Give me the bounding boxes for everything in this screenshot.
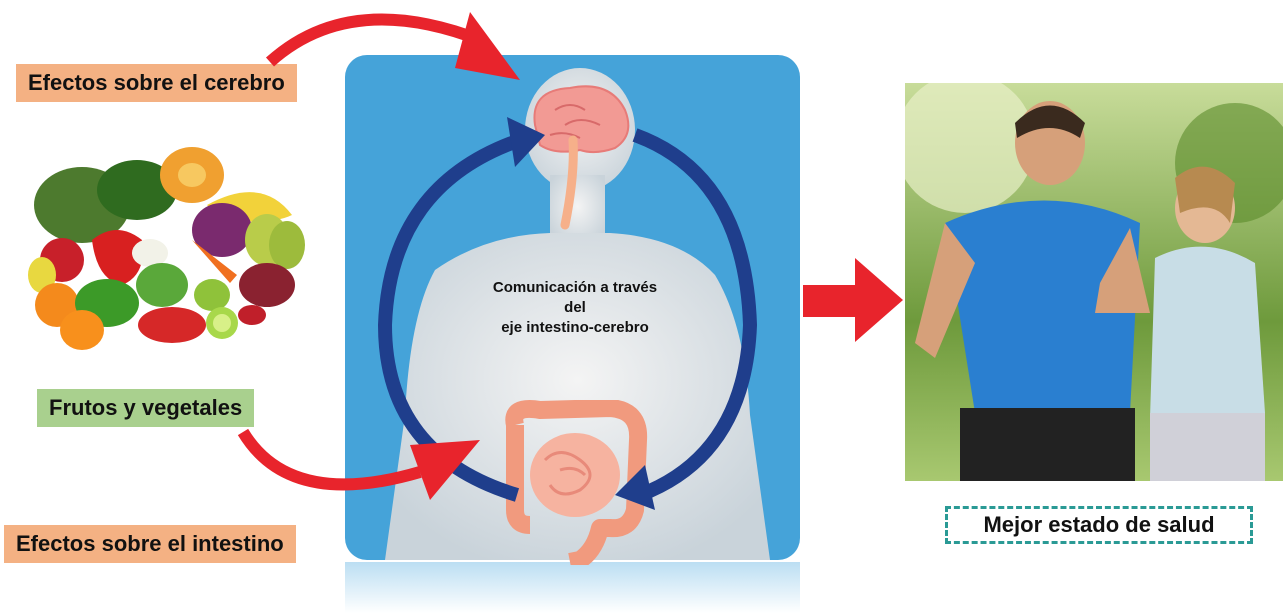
right-red-arrow bbox=[803, 285, 858, 317]
communication-text: Comunicación a través del eje intestino-… bbox=[470, 278, 680, 338]
communication-line-1: Comunicación a través bbox=[470, 278, 680, 298]
brain-red-arrowhead-icon bbox=[455, 12, 520, 80]
better-health-label: Mejor estado de salud bbox=[945, 506, 1253, 544]
gut-red-arrowhead-icon bbox=[410, 440, 480, 500]
communication-line-3: eje intestino-cerebro bbox=[470, 318, 680, 338]
better-health-text: Mejor estado de salud bbox=[983, 512, 1214, 538]
brain-red-arrow bbox=[270, 20, 480, 62]
runners-photo bbox=[905, 83, 1283, 481]
right-red-arrowhead-icon bbox=[855, 258, 903, 342]
gut-red-arrow bbox=[243, 432, 420, 484]
communication-line-2: del bbox=[470, 298, 680, 318]
